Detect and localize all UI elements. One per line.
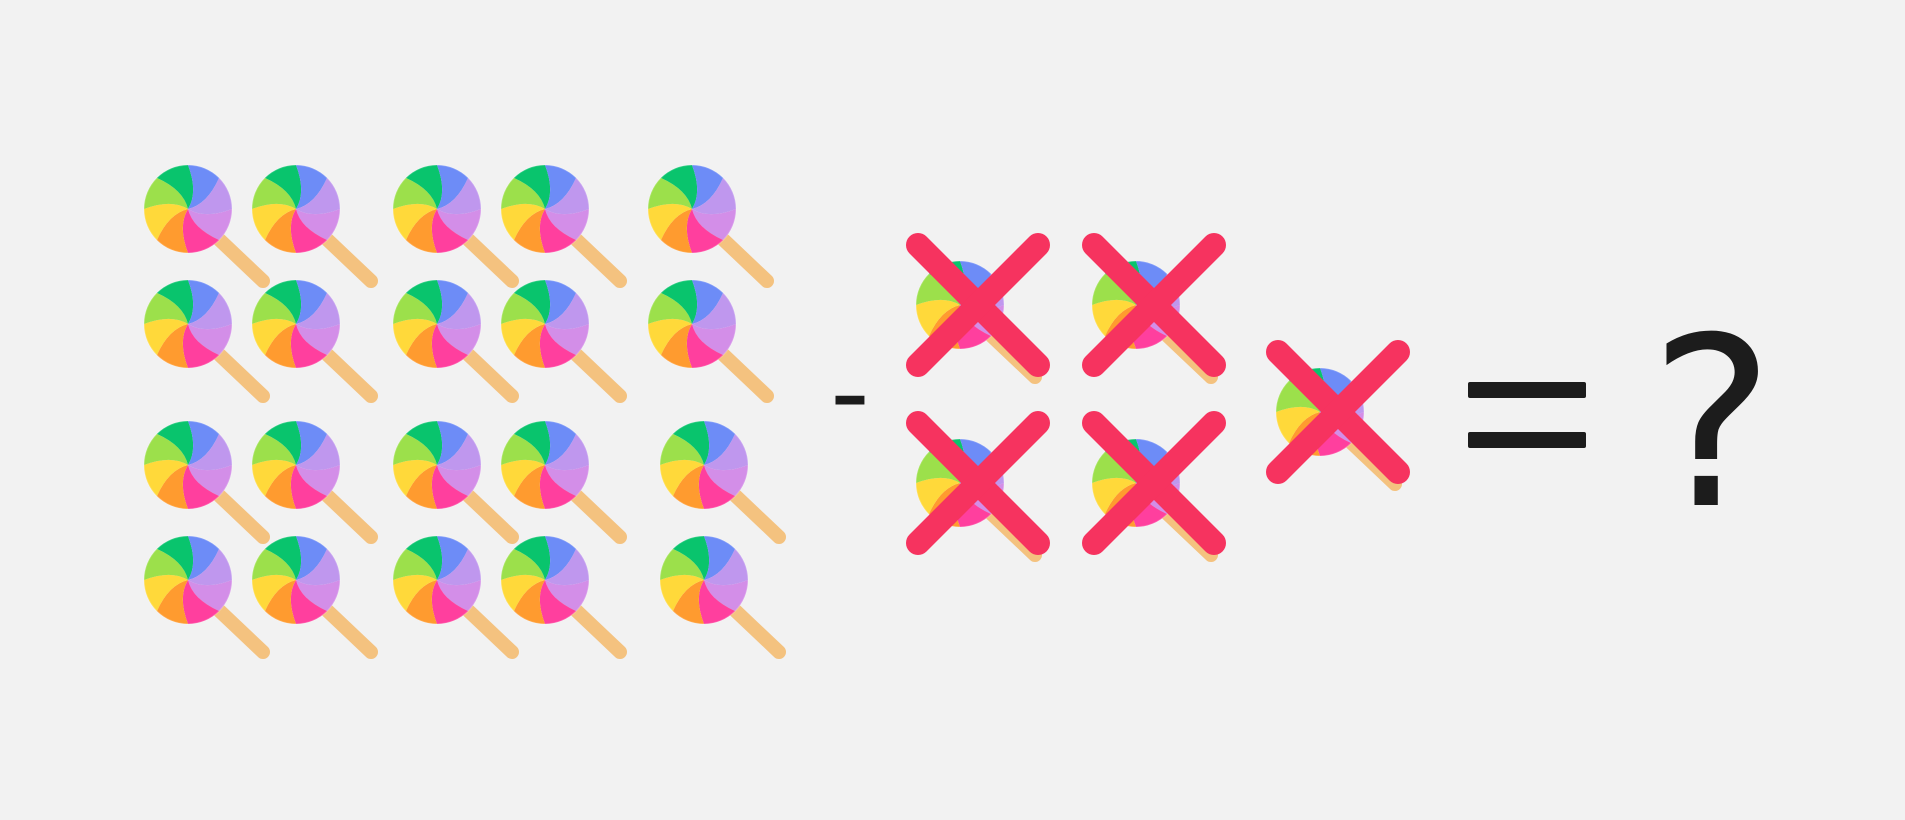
minuend-lollipop-icon bbox=[392, 164, 519, 288]
minuend-lollipop-icon bbox=[392, 535, 519, 659]
minuend-lollipop-icon bbox=[143, 420, 270, 544]
x-mark-icon bbox=[1082, 411, 1226, 555]
x-mark-icon bbox=[1082, 233, 1226, 377]
minuend-lollipop-icon bbox=[500, 164, 627, 288]
minuend-lollipop-icon bbox=[500, 535, 627, 659]
x-mark-icon bbox=[906, 411, 1050, 555]
minuend-lollipop-icon bbox=[500, 420, 627, 544]
minuend-lollipop-icon bbox=[392, 279, 519, 403]
minuend-lollipop-icon bbox=[143, 164, 270, 288]
minuend-lollipop-icon bbox=[143, 535, 270, 659]
minuend-lollipop-icon bbox=[659, 535, 786, 659]
minus-sign: - bbox=[830, 328, 870, 456]
minuend-lollipop-icon bbox=[647, 279, 774, 403]
minuend-lollipop-icon bbox=[392, 420, 519, 544]
minuend-lollipop-icon bbox=[251, 535, 378, 659]
minuend-lollipop-icon bbox=[251, 420, 378, 544]
minuend-lollipop-icon bbox=[647, 164, 774, 288]
x-mark-icon bbox=[906, 233, 1050, 377]
question-mark: ? bbox=[1650, 288, 1775, 561]
minuend-lollipop-group bbox=[143, 164, 786, 659]
subtrahend-lollipop-group bbox=[906, 233, 1410, 562]
equals-sign bbox=[1468, 382, 1586, 448]
minuend-lollipop-icon bbox=[143, 279, 270, 403]
minuend-lollipop-icon bbox=[251, 164, 378, 288]
x-mark-icon bbox=[1266, 340, 1410, 484]
minuend-lollipop-icon bbox=[500, 279, 627, 403]
minuend-lollipop-icon bbox=[659, 420, 786, 544]
minuend-lollipop-icon bbox=[251, 279, 378, 403]
